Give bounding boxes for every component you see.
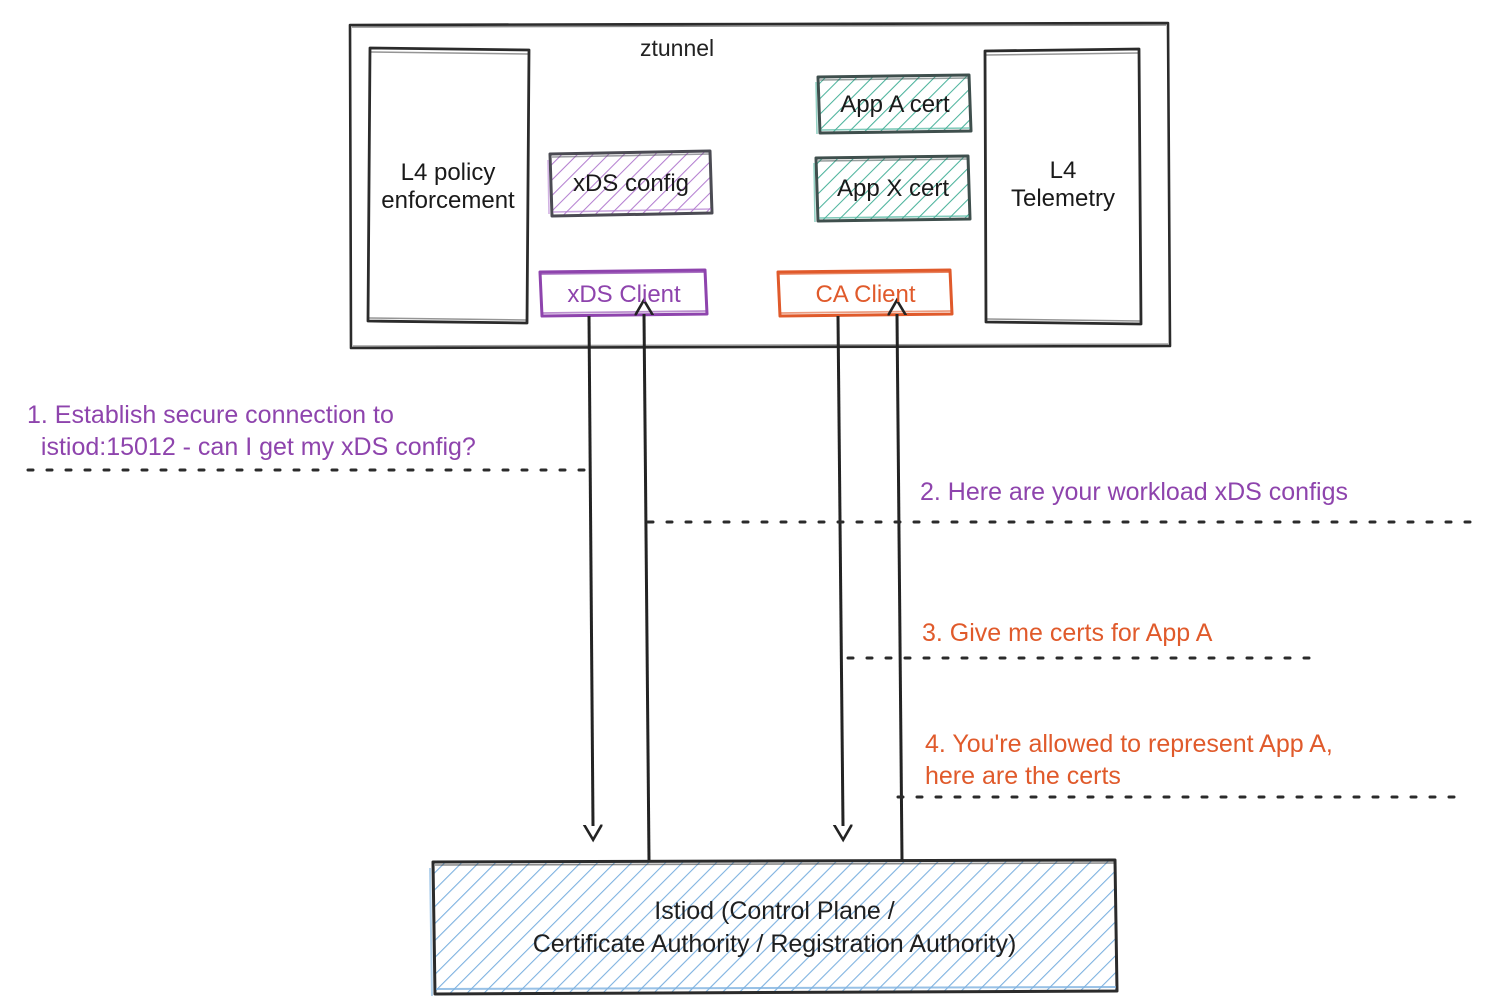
- ca-client-label[interactable]: CA Client: [815, 281, 916, 308]
- step-4-text: 4. You're allowed to represent App A, he…: [925, 730, 1333, 790]
- step-2-text: 2. Here are your workload xDS configs: [920, 478, 1348, 506]
- xds-config-label: xDS config: [572, 170, 690, 197]
- ca-response-arrow: [897, 314, 902, 861]
- step-3-text: 3. Give me certs for App A: [922, 619, 1213, 647]
- ca-client-box[interactable]: [776, 268, 954, 318]
- istiod-box: [429, 858, 1119, 997]
- l4-policy-enforcement-label: L4 policy enforcement: [381, 159, 515, 215]
- istiod-label: Istiod (Control Plane / Certificate Auth…: [532, 897, 1017, 958]
- app-x-cert-box: [813, 154, 972, 223]
- l4-telemetry-box: [983, 47, 1143, 326]
- xds-request-arrow: [589, 315, 593, 826]
- xds-response-arrow: [644, 314, 649, 861]
- ztunnel-title: ztunnel: [640, 35, 715, 61]
- l4-policy-enforcement-box: [366, 46, 531, 325]
- app-x-cert-label: App X cert: [836, 175, 950, 202]
- app-a-cert-box: [815, 73, 973, 135]
- ca-request-arrow: [838, 315, 843, 826]
- xds-client-box[interactable]: [538, 268, 709, 318]
- app-a-cert-label: App A cert: [840, 91, 950, 118]
- xds-client-label[interactable]: xDS Client: [567, 281, 681, 308]
- l4-telemetry-label: L4 Telemetry: [1010, 157, 1116, 213]
- xds-config-box: [547, 149, 714, 218]
- step-1-text: 1. Establish secure connection to istiod…: [27, 401, 476, 461]
